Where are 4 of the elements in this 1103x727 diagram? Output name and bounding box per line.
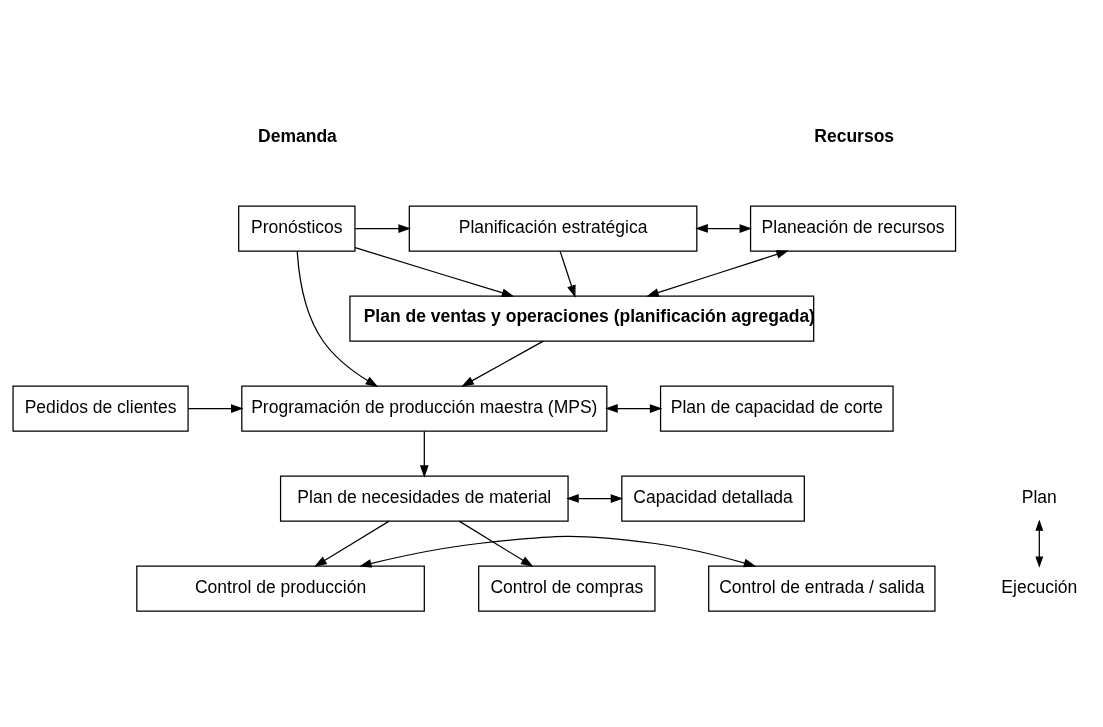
label: Plan	[1021, 487, 1057, 508]
label: Recursos	[814, 125, 895, 146]
label: Demanda	[258, 125, 337, 146]
label: Ejecución	[1001, 577, 1078, 598]
